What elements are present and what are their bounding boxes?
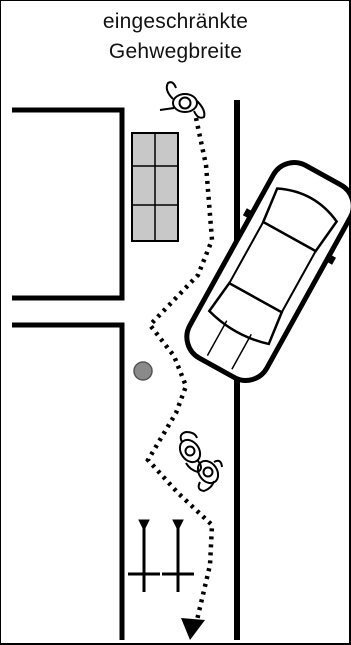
- parked-car-icon: [184, 160, 351, 383]
- pedestrian-pair-icon: [178, 430, 223, 493]
- caption-line-2: Gehwegbreite: [108, 40, 243, 63]
- paving-grid: [131, 132, 179, 242]
- building-outline-lower: [12, 322, 125, 640]
- bicycle-stand-icon: [128, 519, 194, 592]
- caption-line-1: eingeschränkte: [102, 10, 249, 33]
- arrow-down-icon: [181, 618, 205, 640]
- building-outline-upper: [12, 107, 125, 301]
- bollard-icon: [133, 361, 153, 381]
- pedestrian-icon: [159, 81, 206, 119]
